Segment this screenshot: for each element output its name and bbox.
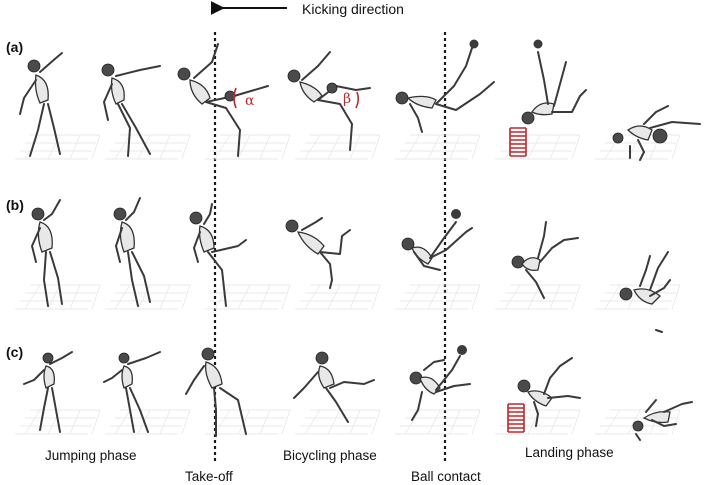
kicking-direction-label: Kicking direction xyxy=(302,1,404,17)
alpha-arc xyxy=(233,87,237,109)
phase-label-jumping: Jumping phase xyxy=(45,448,137,463)
skeleton-a1 xyxy=(19,52,63,157)
skeleton-b3 xyxy=(189,203,247,307)
skeleton-c2 xyxy=(103,351,161,433)
row-b-skeletons xyxy=(31,197,671,333)
phase-label-bicycling: Bicycling phase xyxy=(283,448,377,463)
floor-grid xyxy=(14,134,681,435)
skeleton-c4 xyxy=(293,351,375,423)
skeleton-c1 xyxy=(23,351,73,433)
skeleton-c3 xyxy=(185,347,247,437)
skeleton-a4 xyxy=(287,51,371,151)
skeleton-b7 xyxy=(619,251,671,333)
spring-icon-c xyxy=(507,403,525,433)
skeleton-b5 xyxy=(401,209,473,271)
phase-label-landing: Landing phase xyxy=(525,445,614,460)
skeleton-c6 xyxy=(517,357,581,427)
skeleton-c5 xyxy=(409,345,471,421)
skeleton-a7 xyxy=(612,105,701,161)
row-a-skeletons: α β xyxy=(19,39,701,161)
skeleton-a5 xyxy=(395,47,495,133)
alpha-label: α xyxy=(245,93,255,109)
beta-arc xyxy=(355,91,360,109)
skeleton-b1 xyxy=(31,199,63,307)
skeleton-b4 xyxy=(285,217,351,289)
skeleton-b2 xyxy=(113,197,151,307)
spring-icon xyxy=(509,127,527,157)
panel-label-b: (b) xyxy=(6,197,24,213)
ball-a6 xyxy=(533,39,543,49)
row-c-skeletons xyxy=(23,345,693,441)
skeleton-c7 xyxy=(632,399,693,441)
panel-label-c: (c) xyxy=(6,344,24,360)
skeleton-a2 xyxy=(101,63,161,157)
skeleton-b6 xyxy=(511,221,579,299)
panel-label-a: (a) xyxy=(6,39,24,55)
ball-a5 xyxy=(469,39,479,49)
phase-label-ball-contact: Ball contact xyxy=(411,469,481,484)
beta-label: β xyxy=(343,91,351,107)
phase-label-takeoff: Take-off xyxy=(185,469,233,484)
skeleton-a6 xyxy=(521,51,587,125)
skeleton-a3 xyxy=(177,43,269,157)
